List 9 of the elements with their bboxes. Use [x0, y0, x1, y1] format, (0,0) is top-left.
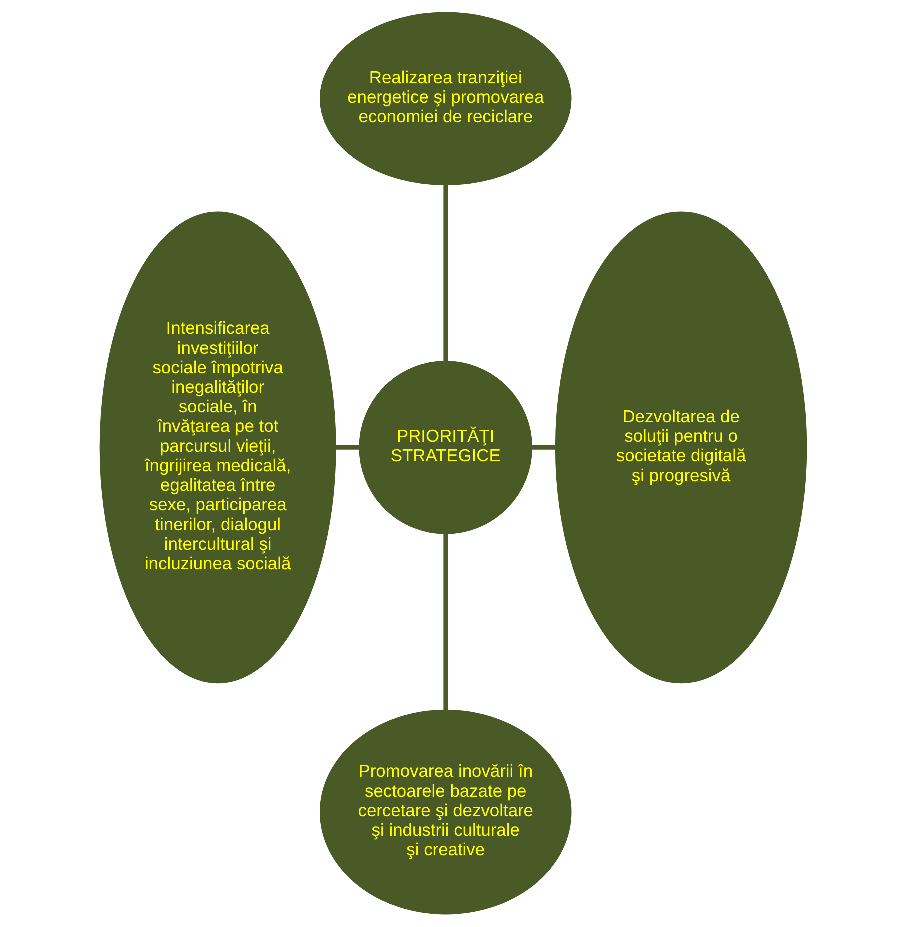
connector [443, 534, 448, 710]
connector [532, 446, 556, 450]
node-ellipse: Promovarea inovării în sectoarele bazate pe cercetare şi dezvoltare şi industrii culturale şi creative [319, 710, 572, 915]
node-ellipse: Intensificarea investiţiilor sociale împotriva inegalităţilor sociale, în învăţarea pe tot parcursul vieţii, îngrijirea medicală, egalitatea între sexe, participarea tinerilor, dialogul intercultural şi incluziunea socială [99, 212, 336, 684]
node-ellipse: Dezvoltarea de soluţii pentru o societate digitală şi progresivă [554, 212, 807, 684]
node-ellipse: Realizarea tranziţiei energetice şi promovarea economiei de reciclare [319, 12, 572, 186]
connector [443, 185, 448, 362]
node-circle: PRIORITĂŢI STRATEGICE [358, 361, 532, 534]
connector [335, 446, 360, 450]
